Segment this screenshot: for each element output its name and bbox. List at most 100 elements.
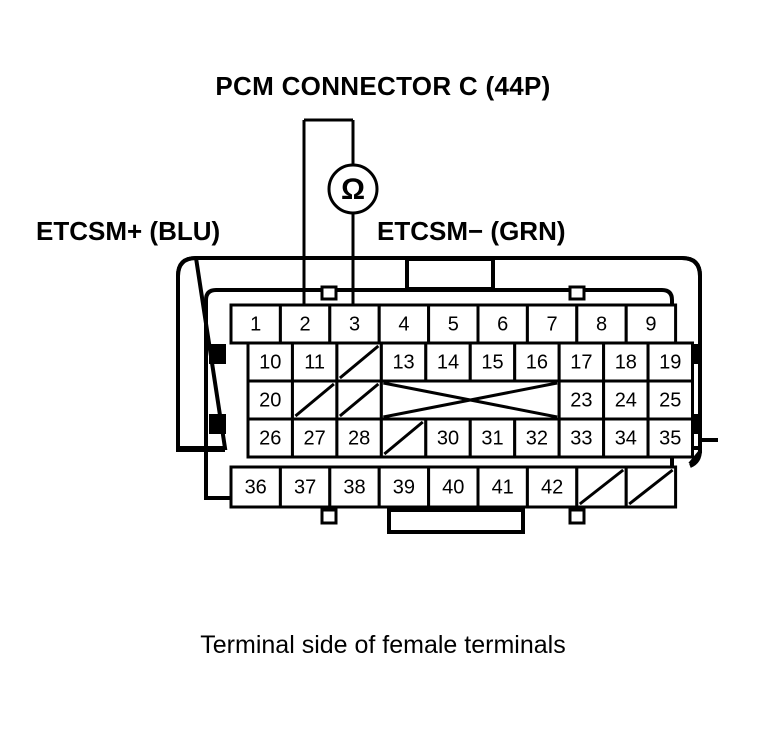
pin-number: 25: [659, 389, 681, 411]
pin-number: 13: [392, 351, 414, 373]
pin-cell: 7: [525, 303, 579, 345]
pin-cell: 11: [290, 341, 339, 383]
diagram-title: PCM CONNECTOR C (44P): [215, 71, 551, 101]
ohmmeter-circle: [327, 163, 379, 215]
pin-cell: 26: [246, 417, 294, 459]
top-notch-left: [320, 285, 338, 301]
pin-cell: 37: [278, 465, 332, 509]
pin-number: 41: [492, 476, 514, 498]
pin-cell: 20: [246, 379, 294, 421]
pin-number: 37: [294, 476, 316, 498]
pin-cell: 15: [468, 341, 517, 383]
latch-tab-left-upper: [209, 344, 226, 364]
pin-number: 7: [547, 313, 558, 335]
housing-corner-right: [688, 450, 702, 466]
latch-tab-left-lower: [209, 414, 226, 434]
pin-cell: 4: [377, 303, 431, 345]
ohmmeter-icon: Ω: [327, 163, 379, 215]
pin-cell: 42: [525, 465, 579, 509]
blank-cell-diagonal: [338, 344, 380, 380]
pin-cell: 35: [646, 417, 694, 459]
blank-cell-cross-b: [383, 381, 558, 419]
pin-cell: 2: [278, 303, 332, 345]
pin-number: 14: [437, 351, 459, 373]
top-notch-right: [568, 285, 586, 301]
pin-cell: 34: [602, 417, 650, 459]
top-center-tab: [405, 257, 495, 291]
bottom-center-tab: [387, 508, 525, 534]
pin-number: 8: [596, 313, 607, 335]
pin-number: 16: [526, 351, 548, 373]
label-etcsm-negative: ETCSM− (GRN): [377, 216, 566, 246]
blank-cell-diagonal: [578, 468, 625, 506]
top-tab-rect: [405, 257, 495, 291]
pin-cell: 41: [476, 465, 529, 509]
ohm-symbol: Ω: [341, 173, 365, 206]
pin-cell: 32: [513, 417, 561, 459]
meter-leads: [302, 118, 355, 310]
pin-cell: 25: [646, 379, 694, 421]
blank-cell-diagonal: [338, 382, 380, 418]
pin-number: 40: [442, 476, 464, 498]
pin-number: 4: [398, 313, 409, 335]
pin-cell: 3: [328, 303, 381, 345]
connector-shell: [176, 255, 702, 450]
pin-cell: 6: [476, 303, 529, 345]
pin-number: 35: [659, 427, 681, 449]
pin-number: 31: [481, 427, 503, 449]
pin-number: 9: [645, 313, 656, 335]
pin-cell: 19: [646, 341, 694, 383]
pin-cell: 16: [513, 341, 561, 383]
pin-cell-blank: [290, 379, 339, 421]
pin-cell: 30: [424, 417, 472, 459]
pin-cell: 17: [557, 341, 606, 383]
pin-cell-blank: [335, 379, 383, 421]
pin-number: 6: [497, 313, 508, 335]
pin-row-3: 20 23 24 25: [246, 379, 694, 421]
blank-cell-diagonal: [628, 468, 674, 506]
pin-cell-blank: [379, 417, 428, 459]
pin-number: 26: [259, 427, 281, 449]
pin-cell: 28: [335, 417, 383, 459]
bottom-notch-right: [568, 508, 586, 525]
pin-number: 20: [259, 389, 281, 411]
pin-number: 24: [615, 389, 637, 411]
pin-number: 10: [259, 351, 281, 373]
bottom-notches: [320, 508, 586, 525]
bottom-notch-left: [320, 508, 338, 525]
pin-number: 15: [481, 351, 503, 373]
pin-cell: 27: [290, 417, 339, 459]
pin-number: 33: [570, 427, 592, 449]
pin-number: 11: [304, 351, 325, 373]
label-etcsm-positive: ETCSM+ (BLU): [36, 216, 221, 246]
pin-number: 39: [393, 476, 415, 498]
pin-cell: 1: [229, 303, 282, 345]
pin-number: 23: [570, 389, 592, 411]
pin-number: 34: [615, 427, 637, 449]
pin-number: 19: [659, 351, 681, 373]
pin-cell: 31: [468, 417, 517, 459]
pin-cell-blank: [379, 379, 561, 421]
pin-row-4: 26 27 28 30 31 32 33 34 35: [246, 417, 694, 459]
pin-cell: 38: [328, 465, 381, 509]
pin-number: 1: [250, 313, 261, 335]
bottom-tab-rect: [387, 508, 525, 534]
pin-number: 28: [348, 427, 370, 449]
pin-cell: 39: [377, 465, 431, 509]
diagram-caption: Terminal side of female terminals: [200, 631, 566, 659]
blank-cell-diagonal: [294, 382, 335, 418]
pin-cell-blank: [624, 465, 678, 509]
pin-cell: 5: [427, 303, 480, 345]
pin-number: 2: [300, 313, 311, 335]
pin-cell: 23: [557, 379, 606, 421]
pin-number: 18: [615, 351, 637, 373]
pin-number: 30: [437, 427, 459, 449]
pin-number: 38: [343, 476, 365, 498]
pin-cell: 13: [379, 341, 428, 383]
pin-number: 5: [448, 313, 459, 335]
pin-cell: 40: [427, 465, 480, 509]
